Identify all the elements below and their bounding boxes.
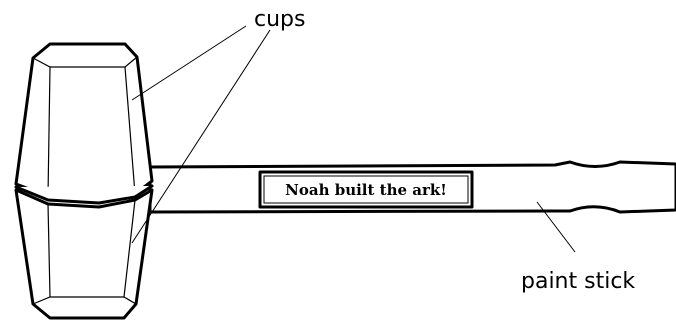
cups-leader-bottom	[131, 29, 271, 244]
paint-stick-label: paint stick	[521, 269, 635, 294]
bottom-cup-rim-inner	[32, 296, 137, 305]
bottom-cup	[14, 188, 154, 320]
top-cup-side-left	[47, 66, 51, 197]
paint-stick: Noah built the ark!	[148, 160, 676, 214]
bottom-cup-side-left	[47, 203, 51, 298]
cups-leader-top	[131, 25, 247, 101]
top-cup	[14, 42, 154, 202]
sign-text: Noah built the ark!	[285, 181, 447, 199]
sign-inner-border	[263, 175, 469, 204]
cup-seam	[14, 184, 154, 205]
cups-label: cups	[254, 7, 305, 32]
sign-box	[258, 170, 474, 209]
bottom-cup-side-right	[123, 199, 136, 298]
paint-stick-leader	[536, 201, 576, 253]
top-cup-side-right	[124, 66, 136, 195]
top-cup-rim-inner	[32, 56, 138, 68]
bottom-cup-body	[14, 188, 154, 320]
